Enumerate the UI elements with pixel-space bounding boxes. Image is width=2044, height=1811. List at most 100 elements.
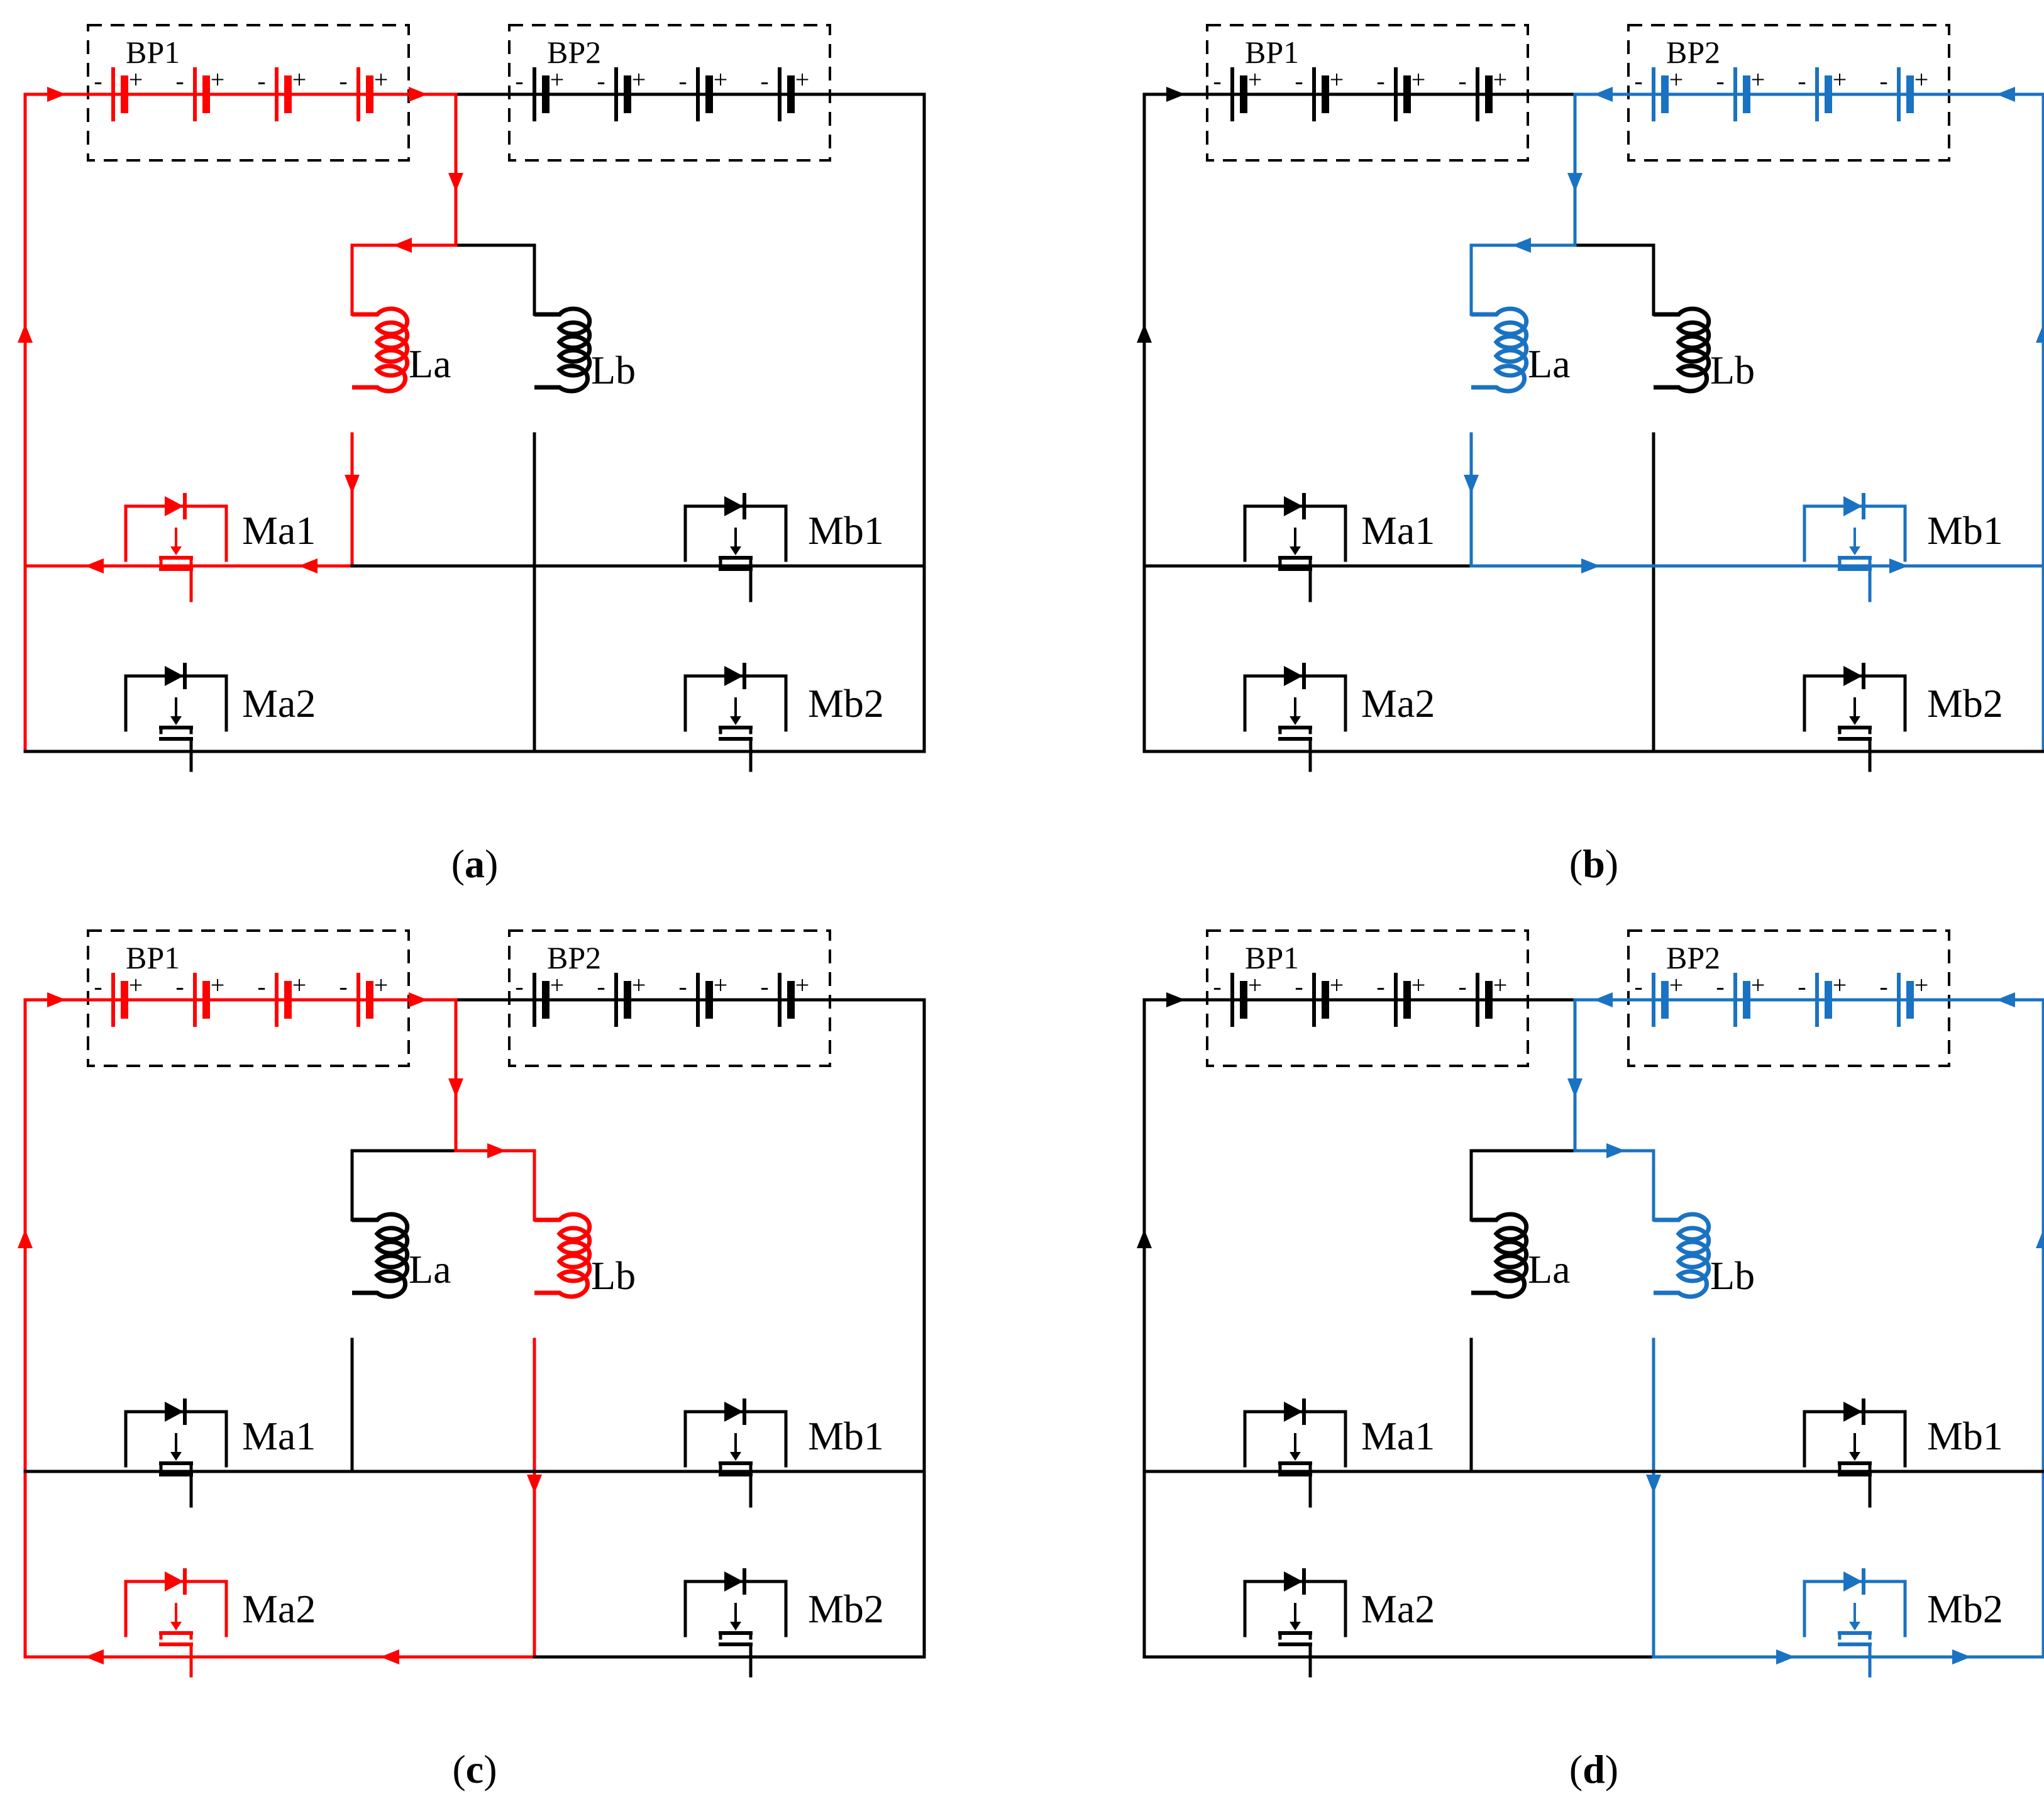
la-down-arrow [1464, 475, 1479, 494]
plus-sign: + [1751, 65, 1765, 94]
mb2-label: Mb2 [1927, 681, 2003, 726]
plus-sign: + [292, 971, 307, 999]
lb-label: Lb [591, 348, 636, 392]
node-arrow [1594, 87, 1613, 102]
mb2-flow-arrow-2 [1952, 1649, 1971, 1664]
diode-triangle [1284, 1402, 1303, 1422]
mid-tap-arrow [448, 173, 463, 192]
inductor-coil [1654, 306, 1711, 394]
fet-body-arrow-head [170, 1452, 182, 1461]
fet-body-arrow-head [1290, 546, 1301, 555]
lb-arrow [1606, 1143, 1625, 1158]
minus-sign: - [1798, 67, 1806, 95]
minus-sign: - [94, 67, 102, 95]
bp1-cell-1: -+ [1213, 971, 1262, 1027]
caption-letter: a [465, 841, 485, 886]
inductor-coil [352, 306, 410, 394]
mb1-flow-arrow [1581, 558, 1600, 573]
minus-sign: - [339, 972, 347, 1000]
right-rail-arrow [2036, 1229, 2044, 1248]
plus-sign: + [795, 971, 810, 999]
diode-triangle [165, 1402, 184, 1422]
plus-sign: + [1330, 971, 1344, 999]
mb1-flow-arrow-2 [1889, 558, 1908, 573]
mb2-flow-arrow [1776, 1649, 1795, 1664]
minus-sign: - [678, 67, 687, 95]
caption-open-paren: ( [1569, 841, 1583, 886]
ma2-switch [1243, 1568, 1347, 1678]
fet-body-arrow-head [1849, 546, 1860, 555]
caption-letter: b [1583, 841, 1605, 886]
mb1-switch [1803, 1398, 1907, 1508]
bp2-cell-2: -+ [597, 65, 646, 121]
left-top-arrow [1166, 87, 1185, 102]
la-label: La [409, 341, 451, 386]
ma1-switch [1243, 1398, 1347, 1508]
plus-sign: + [1669, 65, 1684, 94]
node-arrow [409, 992, 428, 1007]
bp1-cell-3: -+ [1376, 971, 1426, 1027]
left-rail-arrow [18, 1229, 33, 1248]
ma1-switch [124, 493, 228, 602]
panel-caption: (c) [452, 1747, 497, 1792]
mid-tap-arrow [448, 1078, 463, 1097]
ma2-flow-arrow-2 [85, 1649, 104, 1664]
bp2-cell-3: -+ [678, 65, 727, 121]
bp1-cell-3: -+ [257, 971, 307, 1027]
la-down-arrow [345, 475, 360, 494]
mb1-label: Mb1 [808, 508, 884, 553]
bp2-cell-4: -+ [1879, 65, 1929, 121]
minus-sign: - [515, 972, 523, 1000]
diode-triangle [724, 1402, 743, 1422]
fet-body-arrow-head [730, 546, 741, 555]
left-rail-arrow [1137, 1229, 1152, 1248]
plus-sign: + [1411, 971, 1426, 999]
mb2-label: Mb2 [808, 1587, 884, 1631]
lb-label: Lb [591, 1253, 636, 1298]
bp2-cell-1: -+ [515, 971, 564, 1027]
plus-sign: + [795, 65, 810, 94]
fet-body-arrow-head [730, 1452, 741, 1461]
plus-sign: + [292, 65, 307, 94]
plus-sign: + [1914, 65, 1929, 94]
bp2-cell-3: -+ [1798, 971, 1847, 1027]
bp2-cell-4: -+ [760, 65, 810, 121]
plus-sign: + [550, 65, 565, 94]
diode-triangle [1284, 666, 1303, 686]
mb2-switch [1803, 663, 1907, 772]
lb-inductor [534, 1212, 592, 1299]
left-rail-arrow [1137, 324, 1152, 343]
node-arrow [1594, 992, 1613, 1007]
bp1-cell-2: -+ [175, 65, 225, 121]
la-label: La [409, 1247, 451, 1292]
minus-sign: - [257, 972, 265, 1000]
plus-sign: + [1751, 971, 1765, 999]
panel-caption: (d) [1569, 1747, 1618, 1792]
diode-triangle [1843, 496, 1862, 516]
minus-sign: - [1634, 972, 1642, 1000]
bp1-label: BP1 [1245, 35, 1299, 70]
fet-body-arrow-head [730, 1622, 741, 1631]
caption-letter: c [466, 1747, 483, 1792]
bp2-label: BP2 [1666, 940, 1720, 975]
diode-triangle [165, 666, 184, 686]
minus-sign: - [1295, 67, 1303, 95]
mid-tap-arrow [1567, 1078, 1583, 1097]
ma2-label: Ma2 [1361, 1587, 1435, 1631]
bp2-label: BP2 [1666, 35, 1720, 70]
mb2-label: Mb2 [808, 681, 884, 726]
fet-body-arrow-head [1290, 716, 1301, 725]
la-inductor [1471, 306, 1529, 394]
diode-triangle [724, 666, 743, 686]
minus-sign: - [1458, 972, 1466, 1000]
lb-inductor [1654, 1212, 1711, 1299]
inductor-coil [534, 306, 592, 394]
plus-sign: + [211, 65, 225, 94]
ma2-switch [1243, 663, 1347, 772]
ma2-label: Ma2 [242, 1587, 316, 1631]
plus-sign: + [1248, 65, 1262, 94]
caption-open-paren: ( [1569, 1747, 1583, 1792]
lb-arrow [487, 1143, 506, 1158]
minus-sign: - [760, 972, 768, 1000]
ma1-label: Ma1 [242, 1414, 316, 1458]
